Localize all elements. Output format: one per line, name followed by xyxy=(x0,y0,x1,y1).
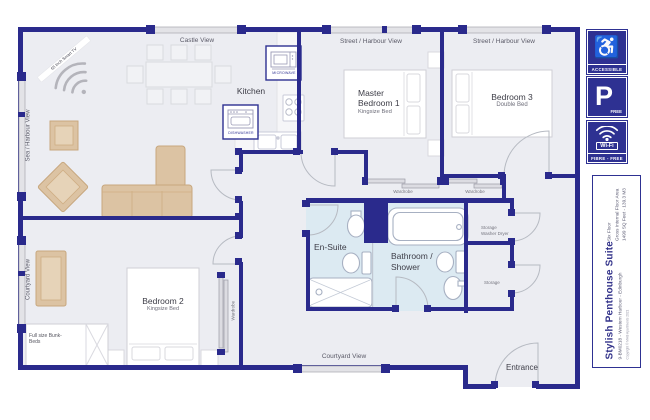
window-label-courtyard-left: Courtyard View xyxy=(25,259,32,301)
accent-chair xyxy=(37,161,89,213)
room-label-bedroom2: Bedroom 2 Kingsize Bed xyxy=(131,296,195,313)
dining-table-set xyxy=(126,44,232,105)
pillow xyxy=(131,346,161,361)
kitchen-sink-icon xyxy=(253,131,302,153)
chaise xyxy=(155,145,186,188)
door-ensuite xyxy=(307,204,339,236)
door-bedroom3 xyxy=(503,130,550,177)
room-label-ensuite: En-Suite xyxy=(314,242,347,252)
room-name: Bedroom 3 xyxy=(491,92,533,102)
wifi-sublabel: FIBRE - FREE xyxy=(588,154,626,162)
ensuite-fixtures xyxy=(308,210,373,308)
window-castle-view xyxy=(149,26,243,34)
storage-line2: Washer Dryer xyxy=(481,231,509,237)
window-courtyard-left xyxy=(18,239,26,331)
plan-copyright: Copyright © MHB Apartments 2021 xyxy=(625,309,630,360)
room-label-bathroom: Bathroom / Shower xyxy=(391,251,433,273)
room-label-entrance: Entrance xyxy=(505,363,539,372)
info-box xyxy=(592,175,641,368)
wifi-icon xyxy=(595,125,619,141)
wifi-label: Wi-Fi xyxy=(596,141,618,150)
door-storage xyxy=(511,264,541,294)
area-value: 1499 SQ Feet - 139.3 M3 xyxy=(621,188,627,241)
parking-badge: P FREE xyxy=(586,76,628,118)
wardrobe-label-bedroom3: Wardrobe xyxy=(465,189,485,194)
plumbing-block xyxy=(364,201,388,243)
parking-icon: P xyxy=(594,80,613,111)
info-title-block: Stylish Penthouse Suite 9-BM0218 - Weste… xyxy=(605,241,630,365)
nightstand xyxy=(106,349,125,367)
room-label-kitchen: Kitchen xyxy=(236,86,266,96)
window-street-harbour-2 xyxy=(461,26,547,34)
door-entrance xyxy=(494,342,539,387)
basin-icon xyxy=(443,275,463,301)
window-sea-harbour xyxy=(18,75,26,197)
bed-bedroom3 xyxy=(451,69,553,138)
accessible-label: ACCESSIBLE xyxy=(588,65,626,73)
window-label-sea-harbour: Sea / Harbour View xyxy=(25,109,32,162)
bed-master xyxy=(343,51,445,157)
wheelchair-icon: ♿ xyxy=(593,36,621,59)
storage-washer-label: Storage Washer Dryer xyxy=(481,225,515,237)
nightstand xyxy=(200,349,219,367)
parking-free-label: FREE xyxy=(610,109,622,114)
accessible-badge: ♿ ACCESSIBLE xyxy=(586,29,628,75)
window-street-harbour-1 xyxy=(325,26,417,34)
window-label-courtyard-bottom: Courtyard View xyxy=(321,353,367,360)
floor-label: Six Floor xyxy=(606,222,612,241)
wifi-tv-icon xyxy=(54,62,88,95)
bunk-beds-label: Full size Bunk-Beds xyxy=(29,333,62,345)
toilet-icon xyxy=(455,250,466,274)
wardrobe-label-master: Wardrobe xyxy=(393,189,413,194)
storage-label: Storage xyxy=(484,280,500,285)
door-master-bedroom xyxy=(300,151,336,187)
windows xyxy=(17,25,551,373)
info-box-content: Stylish Penthouse Suite 9-BM0218 - Weste… xyxy=(595,179,640,365)
window-label-street-harbour-2: Street / Harbour View xyxy=(472,38,536,45)
area-heading: Gross Internal Floor Area xyxy=(614,188,620,241)
toilet-icon xyxy=(361,251,372,275)
window-label-street-harbour-1: Street / Harbour View xyxy=(339,38,403,45)
room-label-master-bedroom: Master Bedroom 1 Kingsize Bed xyxy=(358,88,406,116)
bed-type: Kingsize Bed xyxy=(146,306,180,313)
room-label-bedroom3: Bedroom 3 Double Bed xyxy=(472,92,552,109)
door-storage-washer xyxy=(511,212,541,242)
bed-type: Kingsize Bed xyxy=(358,109,392,116)
sofa xyxy=(101,184,193,219)
wardrobe-label-bedroom2: Wardrobe xyxy=(230,300,236,321)
window-courtyard-bottom xyxy=(295,365,385,373)
dining-table xyxy=(145,61,213,88)
bed-type: Double Bed xyxy=(496,102,528,109)
info-floor-block: Six Floor Gross Internal Floor Area 1499… xyxy=(605,179,628,241)
room-name: Bedroom 2 xyxy=(142,296,184,306)
plan-title: Stylish Penthouse Suite xyxy=(604,240,616,360)
partition-line xyxy=(372,243,374,307)
microwave-icon xyxy=(265,45,302,81)
pillow xyxy=(164,346,194,361)
window-label-castle-view: Castle View xyxy=(179,37,215,44)
living-furniture xyxy=(37,120,193,219)
room-name: Master Bedroom 1 xyxy=(358,88,400,109)
door-bathroom xyxy=(395,276,429,310)
dishwasher-icon xyxy=(222,104,259,140)
microwave-label: MICROWAVE xyxy=(272,71,296,75)
dishwasher-label: DISHWASHER xyxy=(228,131,254,135)
door-arcs xyxy=(210,130,550,387)
plan-subtitle: 9-BM0218 - Western Harbour - Edinburgh xyxy=(617,272,623,360)
storage-line1: Storage xyxy=(481,225,497,230)
wifi-badge: Wi-Fi FIBRE - FREE xyxy=(586,120,628,164)
wall-posts xyxy=(217,148,552,388)
